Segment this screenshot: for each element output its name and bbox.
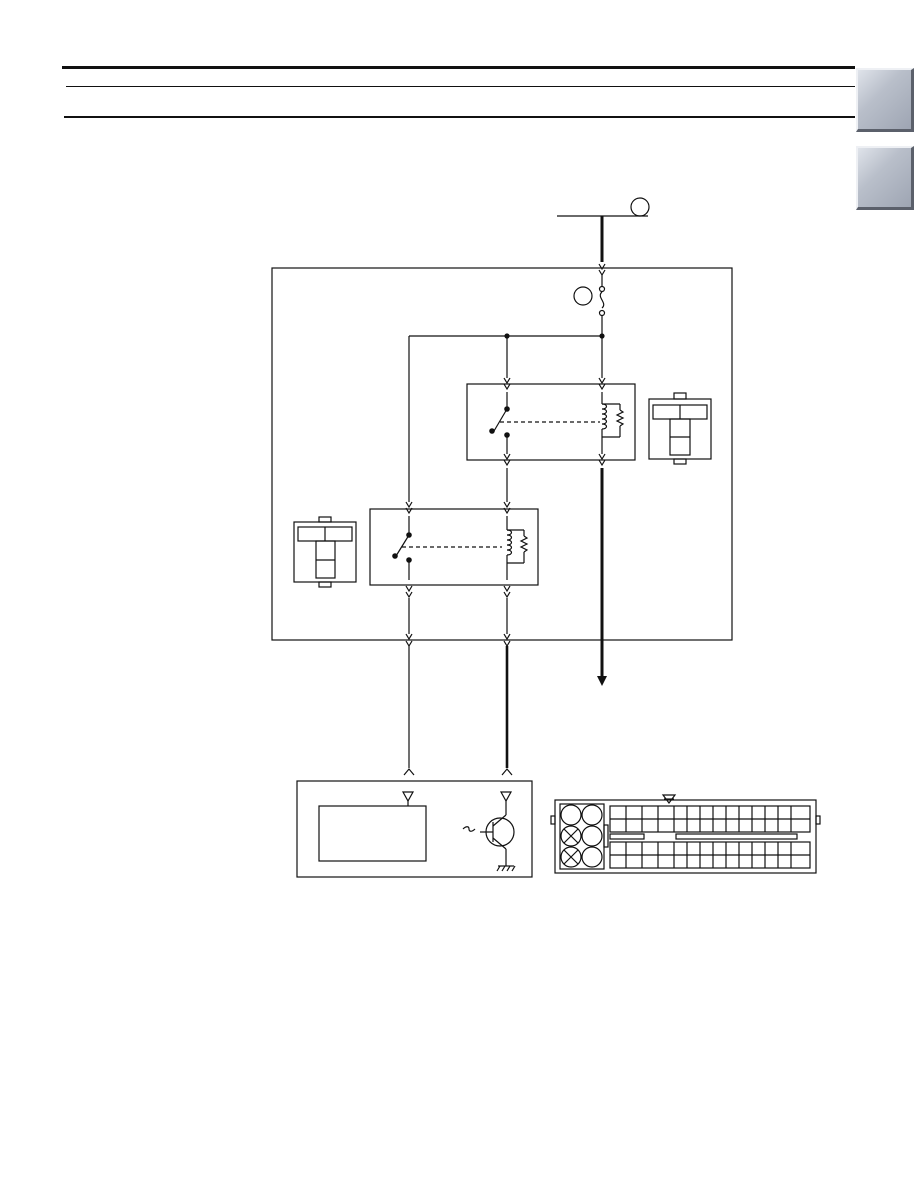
header-rule-mid xyxy=(66,86,855,87)
ecu-box xyxy=(296,780,533,878)
relay-lower-coil-icon xyxy=(506,529,513,556)
side-tab-1[interactable] xyxy=(856,68,914,132)
fuse-label-marker xyxy=(573,286,593,306)
relay-switch-icon xyxy=(493,408,508,432)
header-rule-top xyxy=(62,66,855,69)
ecu-connector-middle xyxy=(501,768,513,776)
relay-lower-switch-icon xyxy=(395,534,410,557)
relay-lower-box xyxy=(369,508,539,586)
ecu-connector-left xyxy=(403,768,415,776)
relay-upper-connector-icon xyxy=(648,392,712,465)
ecu xyxy=(296,780,533,878)
relay-upper xyxy=(466,377,636,467)
relay-lower xyxy=(369,501,539,599)
ecu-terminal-middle xyxy=(499,791,513,803)
connector-small-cavities xyxy=(609,805,811,869)
power-source xyxy=(557,197,650,262)
ground-icon xyxy=(496,865,516,872)
transistor-icon xyxy=(462,814,515,850)
connector-body xyxy=(554,799,817,874)
ecu-internal-block xyxy=(318,805,427,862)
signal-input-icon xyxy=(462,826,476,832)
output-arrow-icon xyxy=(597,676,607,686)
relay-coil-icon xyxy=(601,403,608,430)
ecu-terminal-left xyxy=(401,791,415,803)
fuse-icon xyxy=(573,263,606,336)
relay-box-outline xyxy=(271,267,733,641)
connector-large-cavities xyxy=(560,804,603,868)
side-tab-2[interactable] xyxy=(856,146,914,210)
connector-icon xyxy=(550,794,821,874)
power-source-marker xyxy=(630,197,650,217)
relay-upper-box xyxy=(466,383,636,461)
relay-lower-connector-icon xyxy=(293,516,357,588)
header-rule-bottom xyxy=(64,116,855,118)
